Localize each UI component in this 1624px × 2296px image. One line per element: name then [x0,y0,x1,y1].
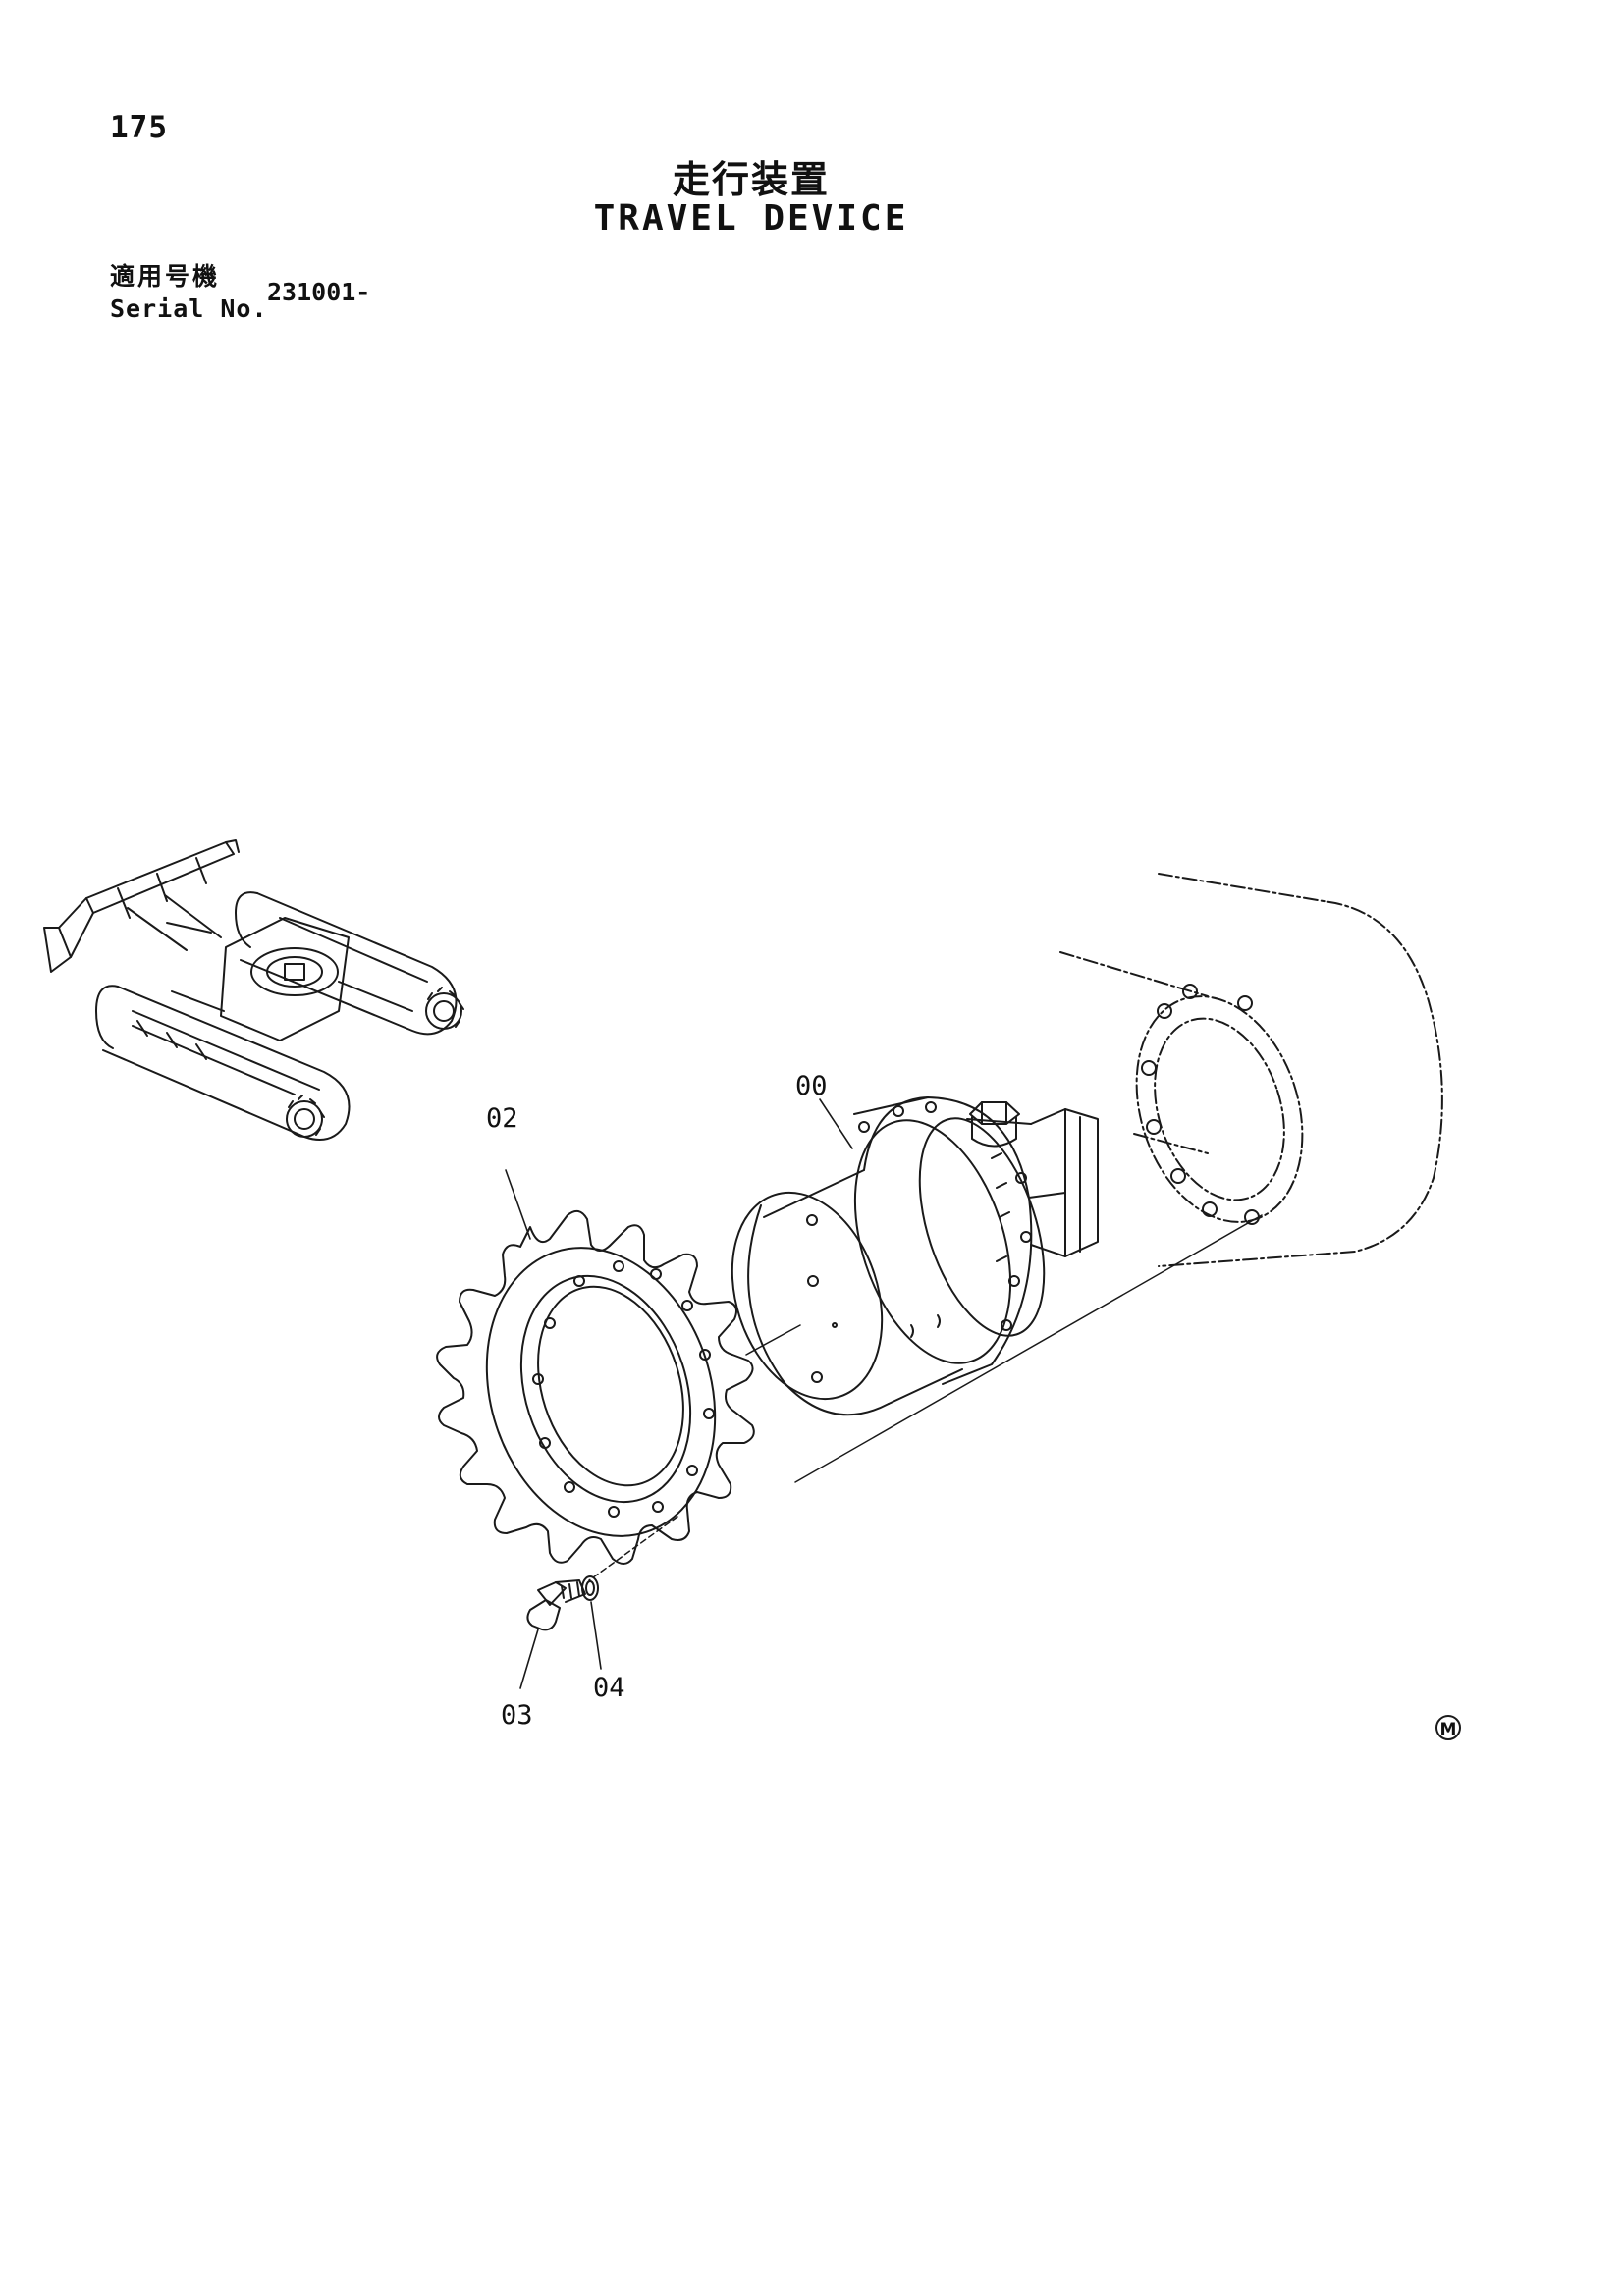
title-english: TRAVEL DEVICE [593,198,909,239]
m-mark-circle [1435,1715,1461,1740]
leader-lines [505,1098,853,1689]
callout-02: 02 [486,1103,518,1134]
serial-number-value: 231001- [267,278,371,306]
title-japanese: 走行装置 [672,158,830,201]
leader-04 [590,1601,602,1670]
bolt [526,1579,586,1631]
undercarriage-thumbnail [43,839,464,1141]
leader-00 [819,1098,853,1149]
track-frame-bolt-holes [1141,984,1260,1225]
track-frame-phantom [1059,873,1443,1267]
callout-03: 03 [501,1700,533,1731]
callout-00: 00 [795,1071,828,1101]
washer [581,1575,599,1601]
m-mark-letter: M [1440,1720,1457,1739]
leader-02 [505,1169,531,1240]
serial-label-english: Serial No. [110,294,268,323]
callout-04: 04 [593,1673,625,1703]
leader-03 [519,1629,539,1689]
page-number: 175 [110,110,168,145]
assembly-lines [588,1214,1263,1581]
travel-motor-assembly [731,1096,1099,1416]
serial-label-japanese: 適用号機 [110,262,221,291]
sprocket [436,1209,755,1565]
